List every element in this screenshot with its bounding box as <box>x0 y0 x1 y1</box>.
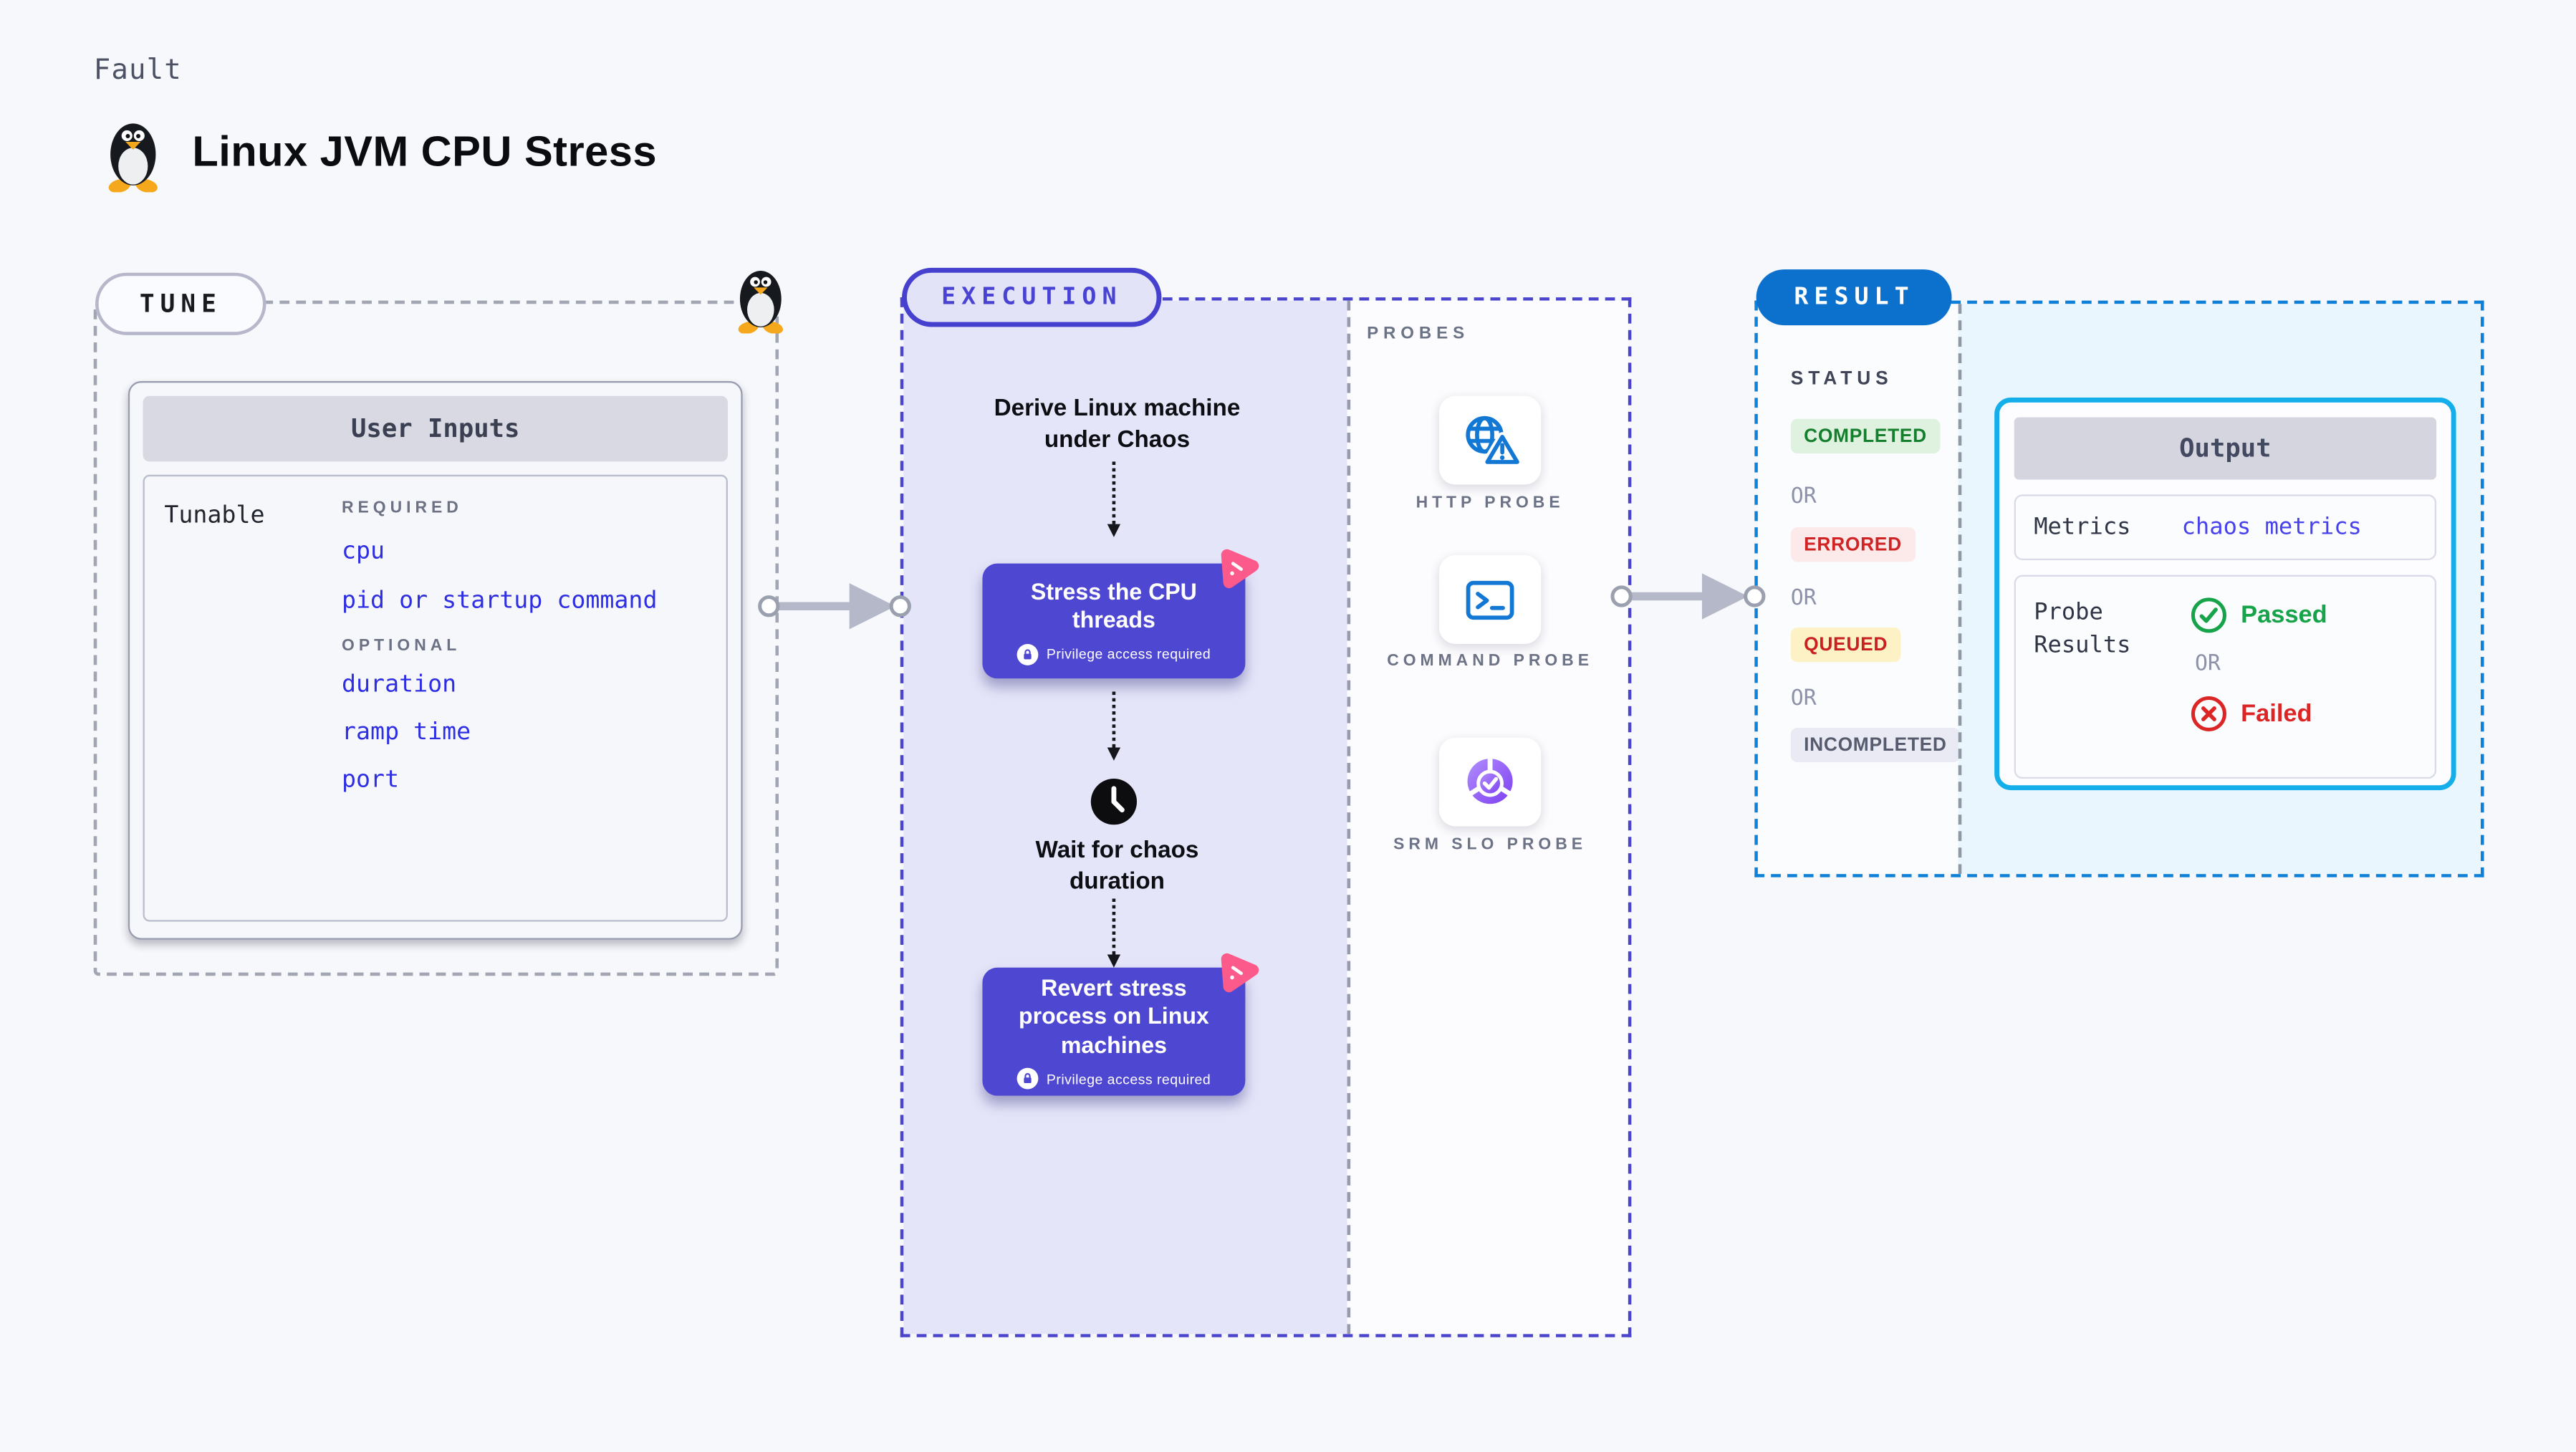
failed-label: Failed <box>2241 699 2312 728</box>
arrow-tune-to-execution <box>758 583 911 630</box>
privilege-text: Privilege access required <box>1046 645 1211 663</box>
or-label: OR <box>2194 652 2221 677</box>
page-title: Linux JVM CPU Stress <box>192 126 658 176</box>
tune-pill[interactable]: TUNE <box>95 272 266 335</box>
x-circle-icon <box>2191 696 2226 731</box>
slo-gauge-icon <box>1466 756 1514 804</box>
required-heading: REQUIRED <box>342 499 463 518</box>
privilege-row: Privilege access required <box>1017 643 1211 665</box>
tunable-port-link[interactable]: port <box>342 767 400 794</box>
arrow-probes-to-result <box>1610 573 1766 620</box>
output-column: Output Metrics chaos metrics Probe Resul… <box>1958 304 2481 875</box>
status-badge-errored: ERRORED <box>1790 527 1916 562</box>
tune-section-box <box>93 300 779 976</box>
command-probe-card[interactable] <box>1438 555 1542 645</box>
clock-icon <box>1090 779 1138 825</box>
tunable-pid-link[interactable]: pid or startup command <box>342 588 658 615</box>
lock-icon <box>1017 1068 1039 1090</box>
passed-label: Passed <box>2241 601 2327 630</box>
status-heading: STATUS <box>1790 370 1893 390</box>
user-inputs-card: User Inputs Tunable REQUIRED cpu pid or … <box>128 381 743 940</box>
execution-pill[interactable]: EXECUTION <box>902 267 1162 327</box>
tunable-duration-link[interactable]: duration <box>342 671 457 698</box>
metrics-value-link[interactable]: chaos metrics <box>2181 514 2362 541</box>
chaos-spark-icon <box>1221 549 1259 589</box>
flow-connector-arrow <box>1107 898 1121 968</box>
optional-heading: OPTIONAL <box>342 637 461 656</box>
lock-icon <box>1017 643 1039 665</box>
probe-results-row: Probe Results Passed OR <box>2014 574 2437 779</box>
failed-item: Failed <box>2190 695 2327 733</box>
terminal-icon <box>1466 580 1514 620</box>
command-probe-label: COMMAND PROBE <box>1387 652 1593 670</box>
status-badge-incompleted: INCOMPLETED <box>1790 727 1960 763</box>
metrics-label: Metrics <box>2034 514 2131 541</box>
tux-penguin-icon <box>738 270 783 334</box>
http-probe-label: HTTP PROBE <box>1416 494 1565 513</box>
metrics-row: Metrics chaos metrics <box>2014 494 2437 561</box>
privilege-text: Privilege access required <box>1046 1070 1211 1087</box>
user-inputs-header: User Inputs <box>143 395 728 462</box>
step-derive-label: Derive Linux machine under Chaos <box>994 395 1241 453</box>
chaos-spark-icon <box>1221 953 1259 993</box>
tunables-panel: Tunable REQUIRED cpu pid or startup comm… <box>143 474 728 922</box>
result-pill[interactable]: RESULT <box>1756 269 1953 326</box>
status-badge-completed: COMPLETED <box>1790 418 1941 453</box>
or-label: OR <box>1790 686 1817 712</box>
passed-item: Passed <box>2190 596 2327 634</box>
status-column: STATUS COMPLETED OR ERRORED OR QUEUED OR… <box>1757 304 1960 875</box>
globe-alert-icon <box>1466 415 1522 467</box>
fault-eyebrow: Fault <box>93 54 182 87</box>
tunable-cpu-link[interactable]: cpu <box>342 539 385 565</box>
tunable-ramp-time-link[interactable]: ramp time <box>342 719 471 746</box>
result-section-box: STATUS COMPLETED OR ERRORED OR QUEUED OR… <box>1754 300 2484 878</box>
execution-section-box: Derive Linux machine under Chaos Stress … <box>900 297 1632 1337</box>
output-panel: Output Metrics chaos metrics Probe Resul… <box>1994 397 2456 791</box>
srm-slo-probe-card[interactable] <box>1438 737 1542 827</box>
stress-cpu-label: Stress the CPU threads <box>1030 577 1197 633</box>
tux-penguin-icon <box>108 123 158 193</box>
http-probe-card[interactable] <box>1438 395 1542 485</box>
probe-results-values: Passed OR Failed <box>2190 596 2327 732</box>
status-badge-queued: QUEUED <box>1790 628 1901 663</box>
srm-slo-probe-label: SRM SLO PROBE <box>1393 836 1587 855</box>
flow-connector-arrow <box>1107 461 1121 537</box>
privilege-row: Privilege access required <box>1017 1068 1211 1090</box>
probes-heading: PROBES <box>1367 323 1470 344</box>
or-label: OR <box>1790 484 1817 509</box>
flow-connector-arrow <box>1107 691 1121 761</box>
execution-flow-area: Derive Linux machine under Chaos Stress … <box>903 300 1347 1335</box>
stress-cpu-node[interactable]: Stress the CPU threads Privilege access … <box>982 563 1246 679</box>
step-wait-label: Wait for chaos duration <box>1035 837 1199 895</box>
or-label: OR <box>1790 586 1817 612</box>
output-header: Output <box>2014 417 2437 480</box>
check-circle-icon <box>2191 597 2226 633</box>
tunable-row-label: Tunable <box>164 502 265 529</box>
revert-stress-label: Revert stress process on Linux machines <box>1018 973 1209 1058</box>
revert-stress-node[interactable]: Revert stress process on Linux machines … <box>982 967 1246 1096</box>
probes-panel: PROBES HTTP PROBE <box>1347 300 1628 1335</box>
probe-results-label: Probe Results <box>2034 600 2131 658</box>
